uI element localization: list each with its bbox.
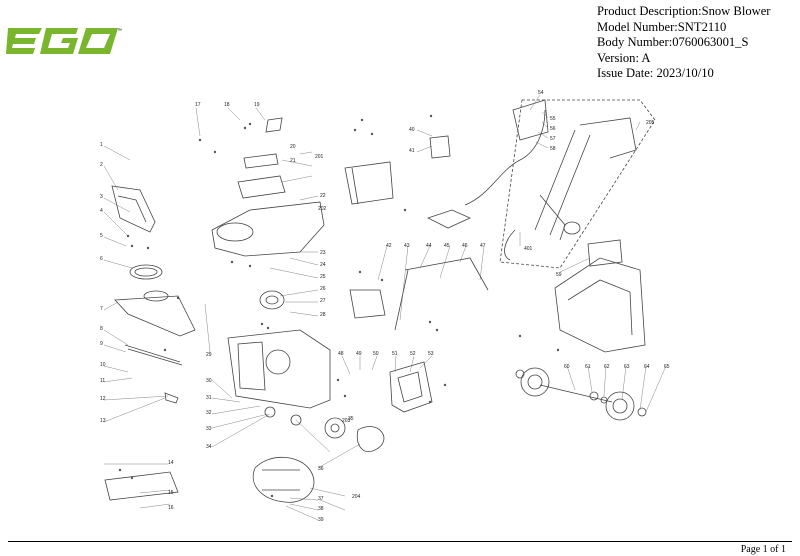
callout-52: 52 bbox=[410, 351, 416, 357]
callout-42: 42 bbox=[386, 243, 392, 249]
callout-201: 201 bbox=[315, 154, 324, 160]
callout-50: 50 bbox=[373, 351, 379, 357]
callout-25: 25 bbox=[320, 274, 326, 280]
callout-51: 51 bbox=[392, 351, 398, 357]
callout-19: 19 bbox=[254, 102, 260, 108]
callout-8: 8 bbox=[100, 326, 103, 332]
callout-53: 53 bbox=[428, 351, 434, 357]
callout-30: 30 bbox=[206, 378, 212, 384]
callout-17: 17 bbox=[195, 102, 201, 108]
callout-55: 55 bbox=[550, 116, 556, 122]
ego-logo: ™ bbox=[6, 28, 122, 54]
callout-23: 23 bbox=[320, 250, 326, 256]
exploded-parts-diagram: 1 2 3 4 5 6 7 8 9 10 11 12 13 14 15 16 1… bbox=[100, 90, 670, 523]
callout-7: 7 bbox=[100, 306, 103, 312]
callout-20: 20 bbox=[290, 144, 296, 150]
callout-28: 28 bbox=[320, 312, 326, 318]
callout-9: 9 bbox=[100, 341, 103, 347]
body-number: Body Number:0760063001_S bbox=[597, 35, 749, 50]
callout-33: 33 bbox=[206, 426, 212, 432]
callout-22: 22 bbox=[320, 193, 326, 199]
callout-15: 15 bbox=[168, 490, 174, 496]
callout-36: 36 bbox=[318, 466, 324, 472]
callout-16: 16 bbox=[168, 505, 174, 511]
callout-48: 48 bbox=[338, 351, 344, 357]
callout-205: 205 bbox=[646, 120, 655, 126]
callout-203: 203 bbox=[342, 418, 351, 424]
callout-13: 13 bbox=[100, 418, 106, 424]
callout-401: 401 bbox=[524, 246, 533, 252]
callout-10: 10 bbox=[100, 362, 106, 368]
callout-18: 18 bbox=[224, 102, 230, 108]
callout-59: 59 bbox=[556, 272, 562, 278]
callout-60: 60 bbox=[564, 364, 570, 370]
callout-6: 6 bbox=[100, 256, 103, 262]
callout-43: 43 bbox=[404, 243, 410, 249]
callout-38: 38 bbox=[318, 506, 324, 512]
callout-46: 46 bbox=[462, 243, 468, 249]
trademark-symbol: ™ bbox=[117, 28, 122, 34]
callout-2: 2 bbox=[100, 162, 103, 168]
callout-26: 26 bbox=[320, 286, 326, 292]
callout-14: 14 bbox=[168, 460, 174, 466]
version: Version: A bbox=[597, 50, 651, 65]
callout-24: 24 bbox=[320, 262, 326, 268]
footer-rule bbox=[8, 541, 792, 542]
callout-61: 61 bbox=[585, 364, 591, 370]
callout-56: 56 bbox=[550, 126, 556, 132]
callout-44: 44 bbox=[426, 243, 432, 249]
issue-date: Issue Date: 2023/10/10 bbox=[597, 66, 714, 81]
callout-21: 21 bbox=[290, 158, 296, 164]
callout-47: 47 bbox=[480, 243, 486, 249]
callout-4: 4 bbox=[100, 208, 103, 214]
callout-57: 57 bbox=[550, 136, 556, 142]
callout-1: 1 bbox=[100, 142, 103, 148]
document-info: Product Description:Snow Blower Model Nu… bbox=[597, 4, 771, 82]
callout-62: 62 bbox=[604, 364, 610, 370]
product-description: Product Description:Snow Blower bbox=[597, 4, 771, 18]
callout-3: 3 bbox=[100, 194, 103, 200]
callout-27: 27 bbox=[320, 298, 326, 304]
callout-12: 12 bbox=[100, 396, 106, 402]
callout-65: 65 bbox=[664, 364, 670, 370]
callout-63: 63 bbox=[624, 364, 630, 370]
page-number: Page 1 of 1 bbox=[740, 544, 786, 555]
callout-39: 39 bbox=[318, 517, 324, 523]
callout-204: 204 bbox=[352, 494, 361, 500]
callout-11: 11 bbox=[100, 378, 105, 384]
callout-64: 64 bbox=[644, 364, 650, 370]
model-number: Model Number:SNT2110 bbox=[597, 19, 727, 34]
callout-49: 49 bbox=[356, 351, 362, 357]
callout-29: 29 bbox=[206, 352, 212, 358]
callout-31: 31 bbox=[206, 395, 212, 401]
callout-202: 202 bbox=[318, 206, 327, 212]
callout-35: 35 bbox=[348, 416, 354, 422]
callout-34: 34 bbox=[206, 444, 212, 450]
callout-5: 5 bbox=[100, 233, 103, 239]
callout-41: 41 bbox=[409, 148, 415, 154]
callout-54: 54 bbox=[538, 90, 544, 96]
callout-45: 45 bbox=[444, 243, 450, 249]
callout-37: 37 bbox=[318, 496, 324, 502]
callout-58: 58 bbox=[550, 146, 556, 152]
callout-40: 40 bbox=[409, 127, 415, 133]
callout-32: 32 bbox=[206, 410, 212, 416]
